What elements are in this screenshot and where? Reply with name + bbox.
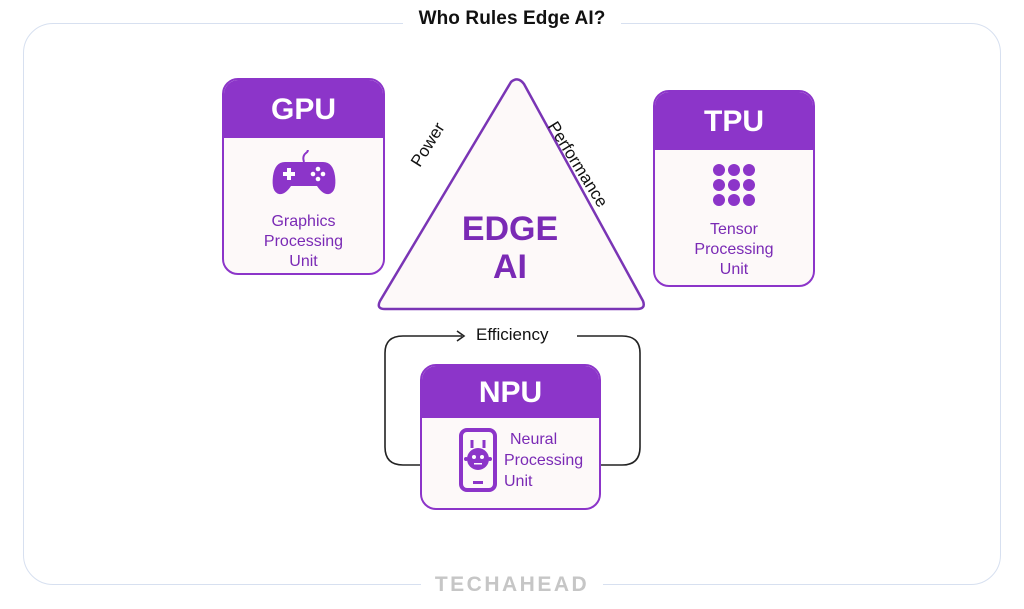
gamepad-icon — [272, 150, 335, 195]
tpu-title: TPU — [655, 92, 813, 150]
npu-card: NPU Neural Processing Unit — [420, 364, 601, 510]
efficiency-loop-right — [577, 335, 641, 466]
gpu-card: GPU Graphics Processing Unit — [222, 78, 385, 275]
npu-desc-line: Neural — [510, 430, 558, 448]
npu-desc-line: Processing — [504, 451, 584, 469]
dot-grid-icon — [713, 164, 755, 206]
npu-title: NPU — [422, 366, 599, 418]
gpu-desc-line: Unit — [289, 253, 318, 270]
efficiency-loop-left — [384, 335, 462, 466]
gpu-desc-line: Graphics — [271, 213, 336, 230]
tpu-desc-line: Unit — [719, 261, 749, 278]
tpu-card: TPU Tensor Processing Unit — [653, 90, 815, 287]
gpu-desc-line: Processing — [263, 233, 344, 250]
arrow-right-icon — [456, 330, 466, 342]
diagram-title: Who Rules Edge AI? — [402, 8, 622, 30]
brand-logo: TECHAHEAD — [420, 573, 604, 597]
tpu-desc-line: Tensor — [709, 221, 759, 238]
npu-desc-line: Unit — [504, 472, 533, 490]
side-label-efficiency: Efficiency — [476, 325, 549, 344]
gpu-title: GPU — [224, 80, 383, 138]
tpu-desc-line: Processing — [694, 241, 774, 258]
center-line-2: AI — [493, 248, 527, 286]
phone-robot-icon — [459, 428, 497, 492]
center-label: EDGE AI — [440, 210, 580, 286]
edge-ai-triangle — [377, 78, 645, 311]
center-line-1: EDGE — [461, 210, 559, 248]
